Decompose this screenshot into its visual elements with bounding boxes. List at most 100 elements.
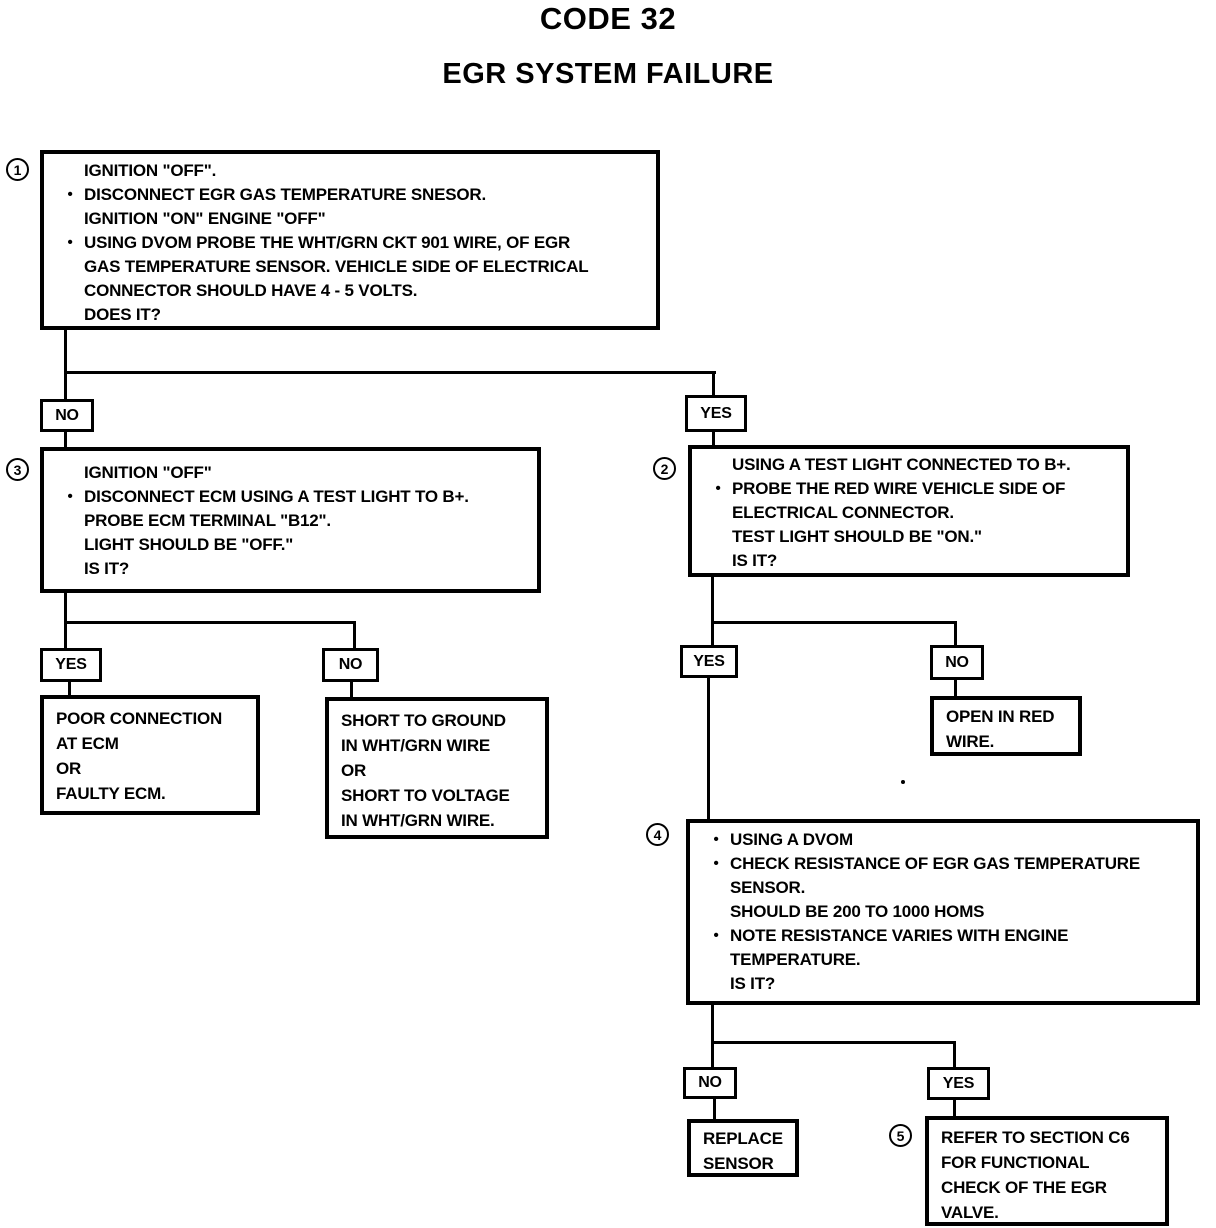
step-line: •USING DVOM PROBE THE WHT/GRN CKT 901 WI… bbox=[44, 231, 656, 255]
outcome-open-red-box: OPEN IN RED WIRE. bbox=[930, 696, 1082, 756]
step-line: IS IT? bbox=[690, 972, 1196, 996]
connector-yes2-step4 bbox=[707, 678, 710, 819]
step-text: DISCONNECT ECM USING A TEST LIGHT TO B+. bbox=[84, 487, 469, 506]
step-line: LIGHT SHOULD BE "OFF." bbox=[44, 533, 537, 557]
outcome-text: REFER TO SECTION C6 bbox=[941, 1128, 1130, 1147]
bullet-marker bbox=[56, 533, 84, 557]
step-3-box: IGNITION "OFF" • DISCONNECT ECM USING A T… bbox=[40, 447, 541, 593]
step-text: IS IT? bbox=[730, 974, 776, 993]
outcome-text: SHORT TO VOLTAGE bbox=[341, 786, 510, 805]
decision-yes-3: YES bbox=[40, 648, 102, 682]
step-text: PROBE THE RED WIRE VEHICLE SIDE OF bbox=[732, 479, 1066, 498]
step-2-number-badge: 2 bbox=[653, 457, 676, 480]
outcome-poor-ecm-box: POOR CONNECTION AT ECM OR FAULTY ECM. bbox=[40, 695, 260, 815]
decision-yes-2: YES bbox=[680, 645, 738, 678]
outcome-short-wire-box: SHORT TO GROUND IN WHT/GRN WIRE OR SHORT… bbox=[325, 697, 549, 839]
outcome-text: WIRE. bbox=[946, 732, 995, 751]
outcome-text: IN WHT/GRN WIRE. bbox=[341, 811, 495, 830]
connector-yes4-outcome bbox=[953, 1100, 956, 1116]
step-4-number-badge: 4 bbox=[646, 823, 669, 846]
bullet-marker: • bbox=[715, 480, 721, 497]
step-3-number-badge: 3 bbox=[6, 458, 29, 481]
bullet-marker bbox=[702, 948, 730, 972]
outcome-text: POOR CONNECTION bbox=[56, 709, 223, 728]
decision-yes-4: YES bbox=[927, 1067, 990, 1100]
bullet-marker: • bbox=[67, 186, 73, 203]
step-line: IGNITION "ON" ENGINE "OFF" bbox=[44, 207, 656, 231]
step-text: TEST LIGHT SHOULD BE "ON." bbox=[732, 527, 982, 546]
bullet-marker bbox=[702, 900, 730, 924]
outcome-text: CHECK OF THE EGR bbox=[941, 1178, 1107, 1197]
step-line: IS IT? bbox=[44, 557, 537, 581]
step-1-number-badge: 1 bbox=[6, 158, 29, 181]
outcome-text: OPEN IN RED bbox=[946, 707, 1055, 726]
connector-no3-outcome bbox=[350, 682, 353, 697]
decision-yes-1: YES bbox=[685, 395, 747, 432]
bullet-marker bbox=[56, 509, 84, 533]
connector-step4-down bbox=[711, 1005, 714, 1067]
step-line: • PROBE THE RED WIRE VEHICLE SIDE OF bbox=[692, 477, 1126, 501]
step-line: • DISCONNECT EGR GAS TEMPERATURE SNESOR. bbox=[44, 183, 656, 207]
step-text: IGNITION "OFF" bbox=[84, 463, 212, 482]
step-line: IS IT? bbox=[692, 549, 1126, 573]
decision-no-2: NO bbox=[930, 645, 984, 680]
outcome-text: VALVE. bbox=[941, 1203, 999, 1222]
step-line: ELECTRICAL CONNECTOR. bbox=[692, 501, 1126, 525]
connector-yes3-outcome bbox=[68, 682, 71, 695]
outcome-text: FOR FUNCTIONAL bbox=[941, 1153, 1090, 1172]
step-line: IGNITION "OFF" bbox=[44, 461, 537, 485]
outcome-text: OR bbox=[56, 759, 82, 778]
step-line: • USING A DVOM bbox=[690, 828, 1196, 852]
step-line: •NOTE RESISTANCE VARIES WITH ENGINE bbox=[690, 924, 1196, 948]
bullet-marker bbox=[704, 453, 732, 477]
outcome-text: FAULTY ECM. bbox=[56, 784, 166, 803]
bullet-marker bbox=[56, 557, 84, 581]
scan-speck bbox=[901, 780, 905, 784]
outcome-text: REPLACE bbox=[703, 1129, 783, 1148]
step-line: TEST LIGHT SHOULD BE "ON." bbox=[692, 525, 1126, 549]
connector-step1-split bbox=[64, 371, 716, 374]
outcome-text: SHORT TO GROUND bbox=[341, 711, 506, 730]
bullet-marker bbox=[56, 255, 84, 279]
step-line: GAS TEMPERATURE SENSOR. VEHICLE SIDE OF … bbox=[44, 255, 656, 279]
outcome-text: AT ECM bbox=[56, 734, 119, 753]
step-2-box: USING A TEST LIGHT CONNECTED TO B+. • PRO… bbox=[688, 445, 1130, 577]
bullet-marker bbox=[56, 279, 84, 303]
step-text: USING A DVOM bbox=[730, 830, 853, 849]
step-text: IS IT? bbox=[732, 551, 778, 570]
step-text: USING DVOM PROBE THE WHT/GRN CKT 901 WIR… bbox=[84, 233, 571, 252]
bullet-marker bbox=[702, 876, 730, 900]
bullet-marker bbox=[56, 207, 84, 231]
connector-no4-outcome bbox=[713, 1099, 716, 1119]
step-text: SHOULD BE 200 TO 1000 HOMS bbox=[730, 902, 985, 921]
step-line: DOES IT? bbox=[44, 303, 656, 327]
decision-no-4: NO bbox=[683, 1067, 737, 1099]
connector-step3-no-drop bbox=[353, 621, 356, 648]
step-4-box: • USING A DVOM • CHECK RESISTANCE OF EGR G… bbox=[686, 819, 1200, 1005]
connector-step4-yes-drop bbox=[953, 1041, 956, 1067]
page-subtitle: EGR SYSTEM FAILURE bbox=[442, 58, 774, 90]
bullet-marker bbox=[56, 461, 84, 485]
connector-step2-split bbox=[711, 621, 957, 624]
step-text: IGNITION "OFF". bbox=[84, 161, 217, 180]
step-text: SENSOR. bbox=[730, 878, 806, 897]
connector-step3-split bbox=[64, 621, 356, 624]
step-line: USING A TEST LIGHT CONNECTED TO B+. bbox=[692, 453, 1126, 477]
connector-no2-outcome bbox=[954, 680, 957, 696]
connector-step1-down bbox=[64, 328, 67, 399]
step-line: SENSOR. bbox=[690, 876, 1196, 900]
step-text: DOES IT? bbox=[84, 305, 161, 324]
connector-no1-step3 bbox=[64, 432, 67, 447]
step-line: SHOULD BE 200 TO 1000 HOMS bbox=[690, 900, 1196, 924]
connector-step2-down bbox=[711, 577, 714, 645]
step-text: DISCONNECT EGR GAS TEMPERATURE SNESOR. bbox=[84, 185, 487, 204]
bullet-marker: • bbox=[67, 488, 73, 505]
connector-step4-split bbox=[711, 1041, 956, 1044]
bullet-marker: • bbox=[713, 855, 719, 872]
outcome-replace-sensor-box: REPLACE SENSOR bbox=[687, 1119, 799, 1177]
step-line: PROBE ECM TERMINAL "B12". bbox=[44, 509, 537, 533]
step-text: CHECK RESISTANCE OF EGR GAS TEMPERATURE bbox=[730, 854, 1140, 873]
bullet-marker: • bbox=[713, 831, 719, 848]
outcome-refer-c6-box: REFER TO SECTION C6 FOR FUNCTIONAL CHECK… bbox=[925, 1116, 1169, 1226]
